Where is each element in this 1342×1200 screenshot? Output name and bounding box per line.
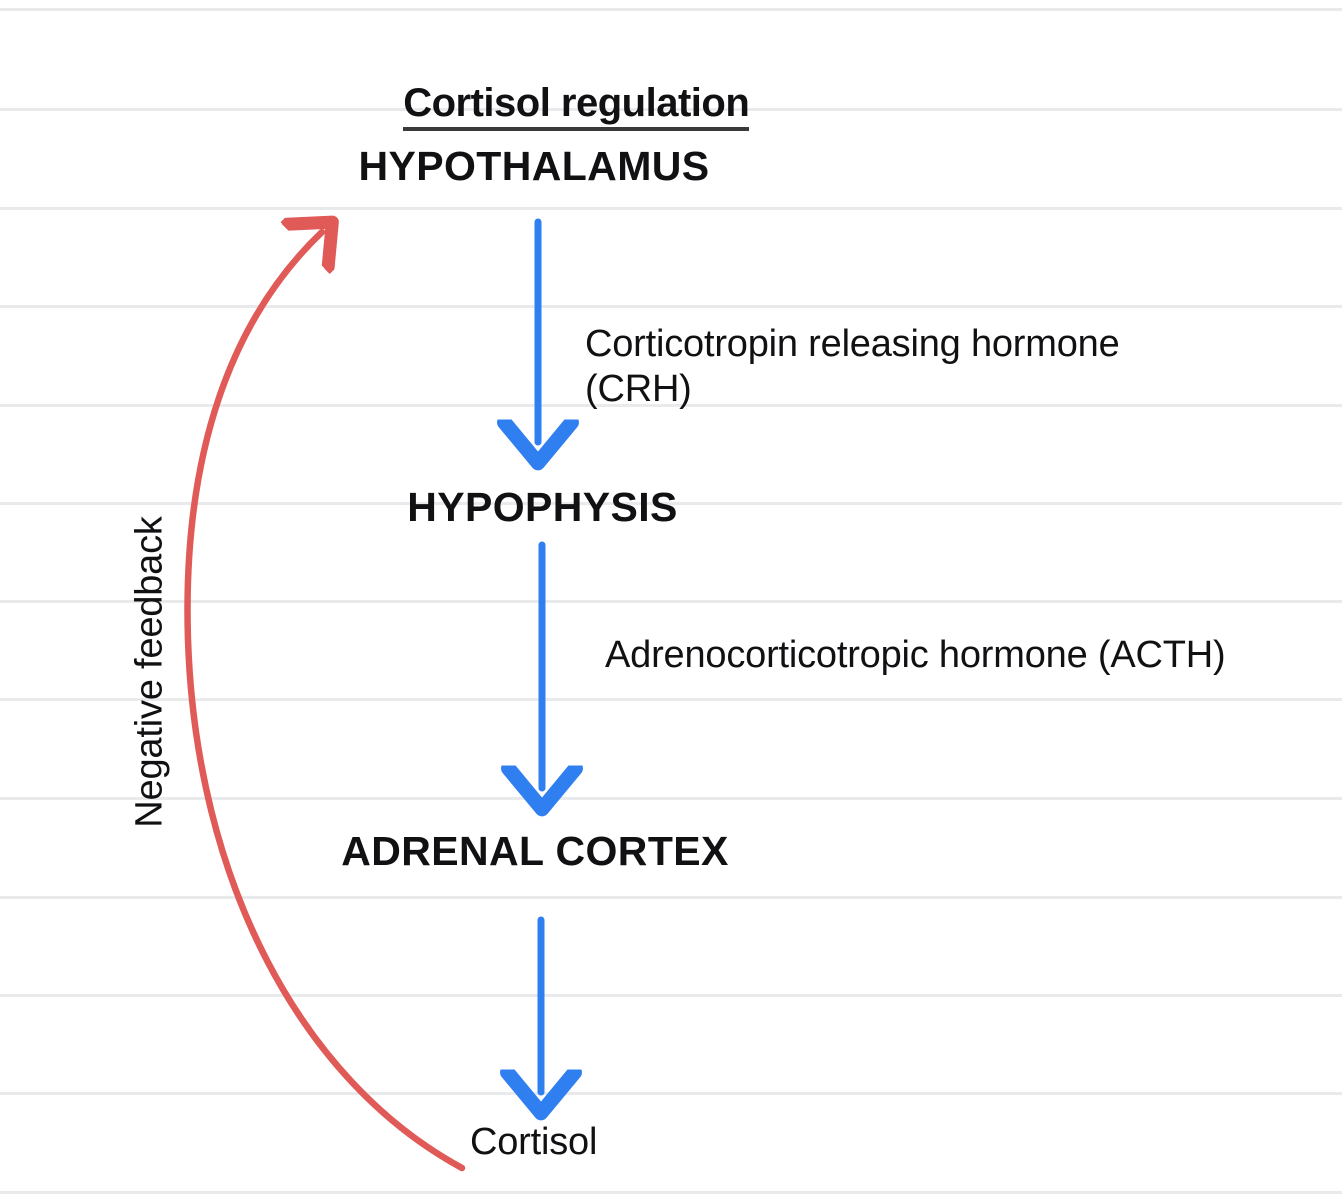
ruled-line: [0, 207, 1342, 210]
ruled-line: [0, 994, 1342, 997]
ruled-line: [0, 698, 1342, 701]
ruled-line: [0, 404, 1342, 407]
page-title: Cortisol regulation: [0, 33, 1110, 175]
ruled-line: [0, 1191, 1342, 1194]
node-cortisol: Cortisol: [470, 1121, 598, 1163]
ruled-line: [0, 797, 1342, 800]
ruled-line: [0, 600, 1342, 603]
ruled-line: [0, 8, 1342, 11]
ruled-line: [0, 1092, 1342, 1095]
node-hypothalamus: HYPOTHALAMUS: [358, 143, 710, 189]
node-hypophysis: HYPOPHYSIS: [407, 484, 678, 530]
edge-label-crh: Corticotropin releasing hormone (CRH): [585, 323, 1120, 410]
edge-label-negative-feedback: Negative feedback: [128, 516, 171, 828]
page-title-text: Cortisol regulation: [403, 81, 750, 132]
ruled-line: [0, 108, 1342, 111]
ruled-line: [0, 305, 1342, 308]
ruled-line: [0, 896, 1342, 899]
edge-label-acth: Adrenocorticotropic hormone (ACTH): [605, 634, 1226, 676]
node-adrenal-cortex: ADRENAL CORTEX: [341, 828, 729, 874]
ruled-line: [0, 502, 1342, 505]
